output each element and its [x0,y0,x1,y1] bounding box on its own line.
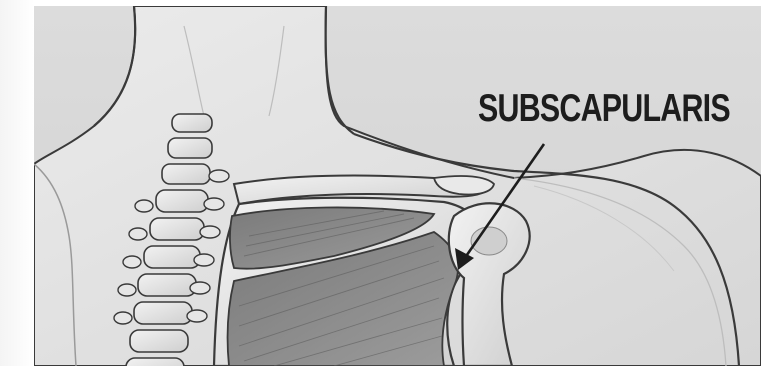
left-margin [0,0,34,366]
shoulder-anatomy-illustration: SUBSCAPULARIS [34,6,761,366]
anatomy-drawing [34,6,761,366]
subscapularis-label: SUBSCAPULARIS [478,89,730,128]
